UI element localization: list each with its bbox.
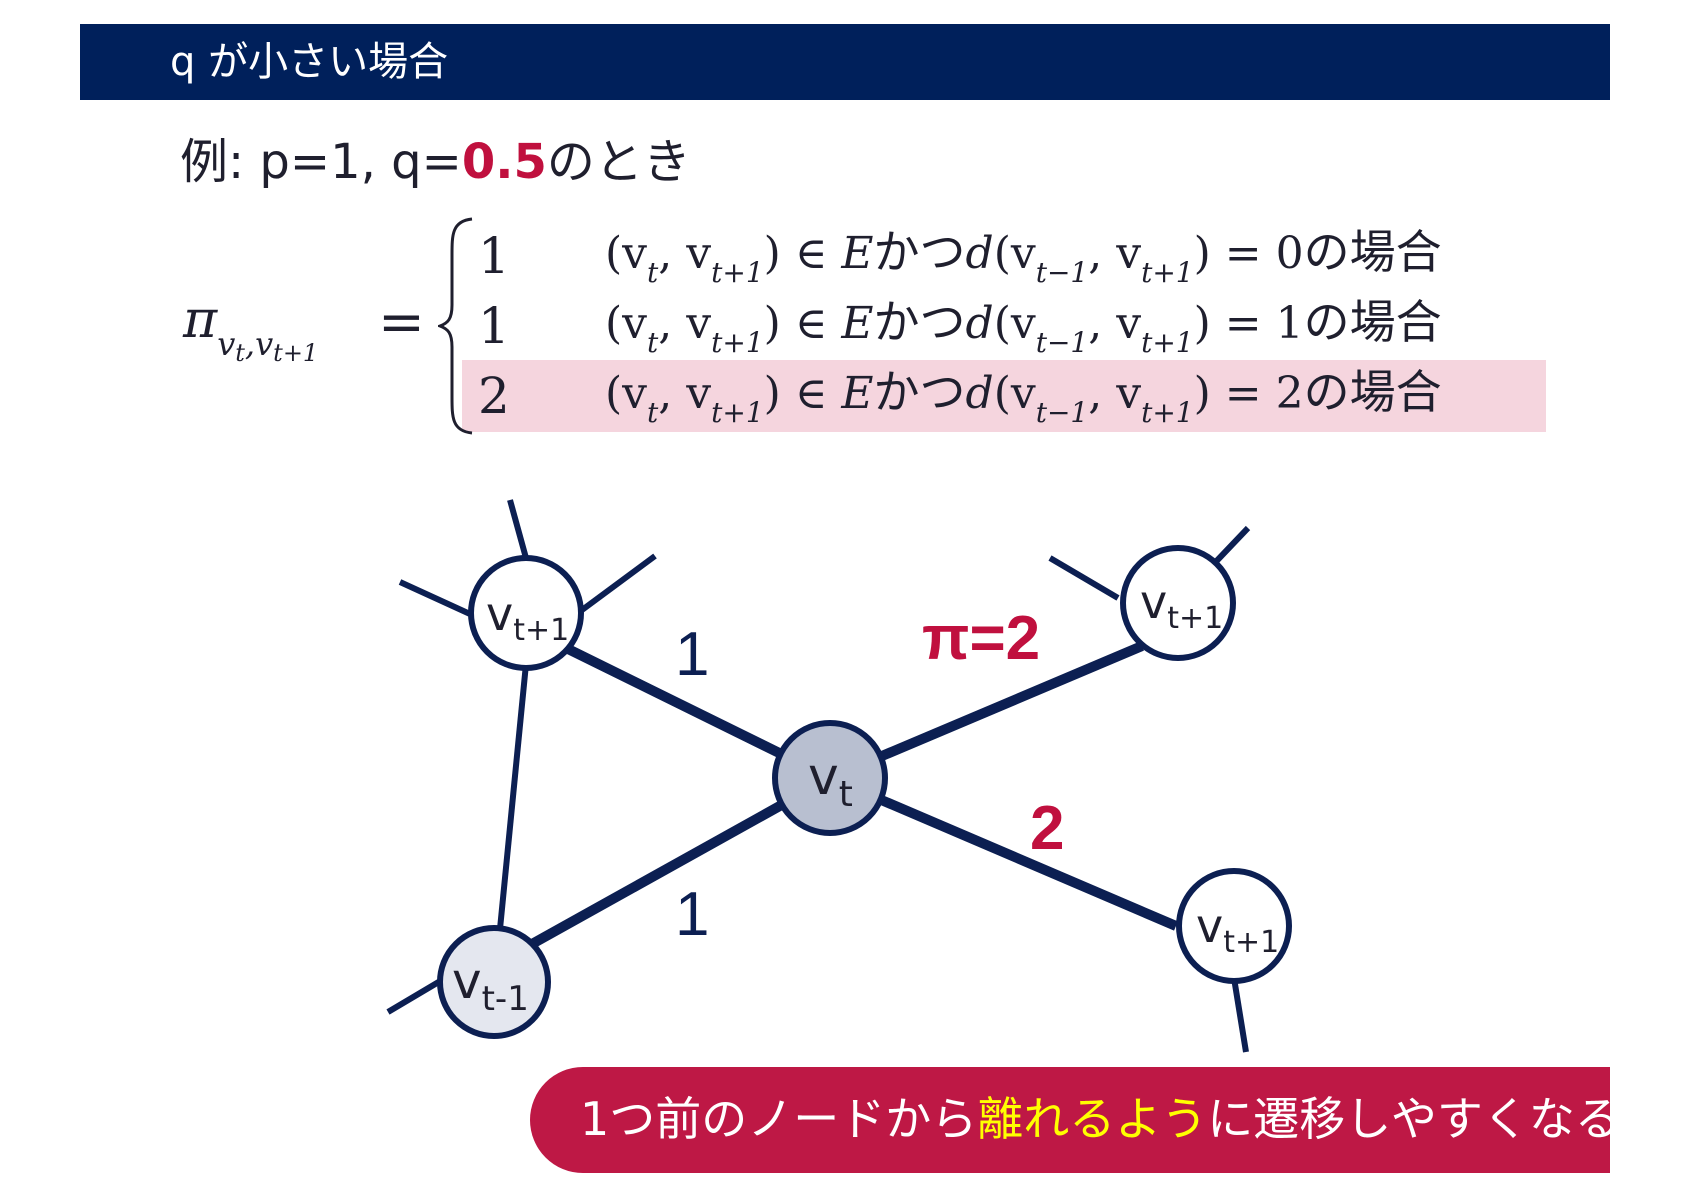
cond-edge-set: E [841, 368, 874, 419]
formula-equals: = [378, 290, 425, 355]
callout-highlight: 離れるよう [977, 1092, 1208, 1146]
cond-sub-t1b: t+1 [1141, 326, 1194, 359]
conclusion-callout: 1つ前のノードから離れるように遷移しやすくなる [530, 1067, 1621, 1173]
lhs-sub-t: t [235, 339, 245, 367]
svg-text:vt-1: vt-1 [452, 952, 529, 1019]
cond-sub-tm1: t−1 [1035, 326, 1089, 359]
cond-rhs: 0 [1275, 228, 1304, 279]
cond-comma: , v [658, 228, 712, 279]
cond-suffix: の場合 [1303, 365, 1442, 419]
cond-comma-2: , v [1088, 368, 1142, 419]
cond-edge-set: E [841, 298, 874, 349]
cond-open-2: (v [993, 298, 1036, 349]
cond-sub-t1b: t+1 [1141, 396, 1194, 429]
edge-label-top-right: π=2 [922, 604, 1041, 673]
cond-distance: d [965, 368, 994, 419]
stub-edge [580, 553, 657, 613]
cond-sub-t1: t+1 [711, 256, 764, 289]
svg-text:vt+1: vt+1 [1140, 575, 1223, 636]
stub-edge [398, 579, 472, 617]
cond-comma: , v [658, 368, 712, 419]
cond-suffix: の場合 [1303, 225, 1442, 279]
title-bar: q が小さい場合 [80, 24, 1610, 100]
cond-distance: d [965, 298, 994, 349]
pi-symbol: π [183, 290, 218, 350]
example-line: 例: p=1, q=0.5のとき [180, 130, 691, 194]
cond-comma-2: , v [1088, 228, 1142, 279]
cond-in: ) ∈ [763, 368, 842, 419]
cond-and: かつ [873, 365, 966, 419]
cond-open-2: (v [993, 368, 1036, 419]
cond-sub-tm1: t−1 [1035, 256, 1089, 289]
lhs-sub-t1: t+1 [273, 339, 319, 367]
stub-edge [507, 499, 529, 559]
case-2-condition: (vt, vt+1) ∈ Eかつd(vt−1, vt+1) = 1の場合 [605, 292, 1442, 359]
cond-equals: ) = [1193, 228, 1276, 279]
callout-part2: に遷移しやすくなる [1207, 1092, 1621, 1146]
cond-in: ) ∈ [763, 228, 842, 279]
lhs-sub-comma-v: ,v [244, 325, 274, 363]
cond-in: ) ∈ [763, 298, 842, 349]
cond-rhs: 2 [1275, 368, 1304, 419]
cond-open: (v [605, 228, 648, 279]
case-3-value: 2 [478, 367, 510, 425]
slide-title: q が小さい場合 [170, 39, 449, 85]
cond-sub-tm1: t−1 [1035, 396, 1089, 429]
cond-sub-t: t [647, 256, 659, 289]
cond-suffix: の場合 [1303, 295, 1442, 349]
highlighted-case-row [462, 360, 1546, 432]
cond-sub-t1b: t+1 [1141, 256, 1194, 289]
callout-part1: 1つ前のノードから [580, 1092, 978, 1146]
case-3-condition: (vt, vt+1) ∈ Eかつd(vt−1, vt+1) = 2の場合 [605, 362, 1442, 429]
cond-and: かつ [873, 225, 966, 279]
stub-edge [386, 977, 444, 1015]
case-2-value: 1 [478, 297, 510, 355]
node-bottom-right: vt+1 [1176, 868, 1292, 984]
node-top-left: vt+1 [468, 555, 584, 671]
cond-and: かつ [873, 295, 966, 349]
example-suffix: のとき [546, 134, 691, 190]
cond-open: (v [605, 368, 648, 419]
cond-open: (v [605, 298, 648, 349]
cond-equals: ) = [1193, 298, 1276, 349]
cond-comma-2: , v [1088, 298, 1142, 349]
example-q-value: 0.5 [461, 134, 547, 190]
stub-edge [1231, 977, 1249, 1053]
cond-equals: ) = [1193, 368, 1276, 419]
svg-text:vt+1: vt+1 [486, 587, 569, 648]
cond-open-2: (v [993, 228, 1036, 279]
callout-text: 1つ前のノードから離れるように遷移しやすくなる [580, 1087, 1621, 1151]
stub-edge [1048, 555, 1120, 601]
lhs-subscript: vt,vt+1 [217, 325, 318, 367]
cond-sub-t1: t+1 [711, 326, 764, 359]
lhs-sub-v: v [217, 325, 236, 363]
node-center: vt [772, 720, 888, 836]
cond-sub-t: t [647, 396, 659, 429]
cond-distance: d [965, 228, 994, 279]
example-prefix: 例: p=1, q= [180, 134, 462, 190]
cond-sub-t: t [647, 326, 659, 359]
edge-label-top-left: 1 [675, 620, 710, 689]
formula-lhs: πvt,vt+1 [183, 290, 318, 367]
transition-formula: πvt,vt+1 = 1 1 2 (vt, vt+1) ∈ Eかつd(vt−1,… [0, 0, 1684, 460]
cases-brace [438, 217, 473, 435]
edge-label-bottom-right: 2 [1030, 794, 1065, 863]
cond-sub-t1: t+1 [711, 396, 764, 429]
case-1-condition: (vt, vt+1) ∈ Eかつd(vt−1, vt+1) = 0の場合 [605, 222, 1442, 289]
cond-comma: , v [658, 298, 712, 349]
case-1-value: 1 [478, 227, 510, 285]
svg-text:vt: vt [808, 747, 853, 815]
edge-center-bottom-right [828, 773, 1178, 931]
cond-rhs: 1 [1275, 298, 1304, 349]
node-top-right: vt+1 [1120, 545, 1236, 661]
cond-edge-set: E [841, 228, 874, 279]
svg-text:vt+1: vt+1 [1196, 899, 1279, 960]
edge-label-prev: 1 [675, 880, 710, 949]
node-prev: vt-1 [437, 925, 551, 1039]
